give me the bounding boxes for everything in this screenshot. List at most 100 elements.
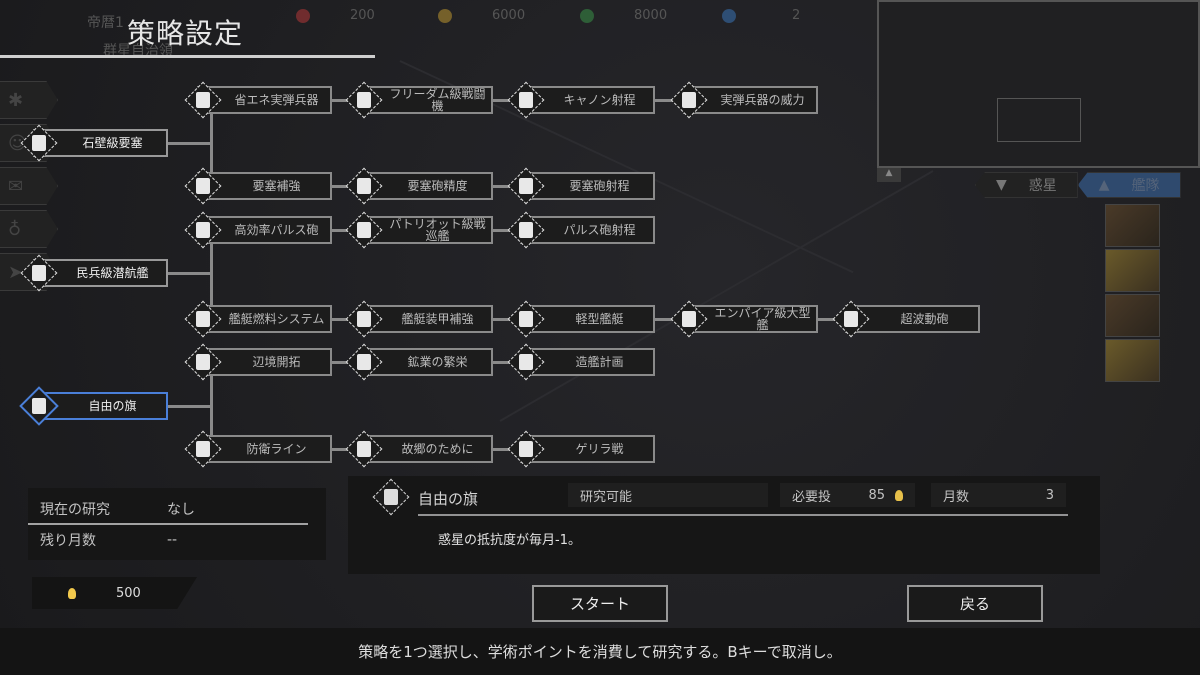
tree-connector [168,272,212,275]
tree-connector [332,99,358,102]
coin-icon [438,8,452,23]
strategy-node[interactable]: 実弾兵器の威力 [682,86,818,114]
minimap-viewport[interactable] [997,98,1081,142]
commander-portrait[interactable] [1105,339,1160,382]
strategy-node[interactable]: 軽型艦艇 [519,305,655,333]
shield-icon [185,431,221,467]
strategy-node-label: 辺境開拓 [252,355,301,369]
sidebar-tab[interactable]: ✉ [0,167,58,205]
hammer-icon [185,344,221,380]
tree-connector [493,229,520,232]
chevron-down-icon: ▼ [996,177,1007,193]
minimap[interactable] [877,0,1200,168]
divider [418,514,1068,516]
tab-fleet[interactable]: ▲艦隊 [1077,172,1181,198]
strategy-node[interactable]: エンパイア級大型艦 [682,305,818,333]
bulb-icon: ♁ [8,218,22,240]
tree-connector [168,405,212,408]
resource-value: 200 [350,8,375,23]
home-icon [346,431,382,467]
strategy-node-label: 要塞砲射程 [569,179,630,193]
strategy-node-label: 要塞砲精度 [407,179,468,193]
tree-connector [332,229,358,232]
gem-icon [722,8,736,23]
commander-portrait[interactable] [1105,204,1160,247]
strategy-node[interactable]: 超波動砲 [844,305,980,333]
fortress-icon [185,168,221,204]
ship-icon: ➤ [8,261,24,283]
tree-connector [168,142,212,145]
remaining-months-label: 残り月数 [40,533,96,549]
strategy-node[interactable]: 故郷のために [357,435,493,463]
tab-planet[interactable]: ▼惑星 [975,172,1078,198]
strategy-node[interactable]: パトリオット級戦巡艦 [357,216,493,244]
ship-icon [346,301,382,337]
strategy-node[interactable]: ゲリラ戦 [519,435,655,463]
strategy-node[interactable]: 要塞砲射程 [519,172,655,200]
tree-connector [655,99,683,102]
strategy-node[interactable]: 要塞砲精度 [357,172,493,200]
commander-portraits [1105,204,1160,384]
strategy-node-label: フリーダム級戦闘機 [389,87,486,113]
commander-portrait[interactable] [1105,249,1160,292]
current-research-label: 現在の研究 [40,502,110,518]
strategy-node[interactable]: 艦艇装甲補強 [357,305,493,333]
months-value: 3 [1045,487,1054,503]
tree-connector [655,318,683,321]
fortress-icon [346,168,382,204]
start-button[interactable]: スタート [532,585,668,622]
resource-item: 2 [722,8,812,23]
tree-connector [332,318,358,321]
cost-label: 必要投 [792,489,832,505]
card-icon [21,255,57,291]
strategy-node-label: 艦艇燃料システム [228,312,325,326]
sidebar-tab[interactable]: ♁ [0,210,58,248]
back-button[interactable]: 戻る [907,585,1043,622]
strategy-node[interactable]: キャノン射程 [519,86,655,114]
strategy-node-label: 超波動砲 [900,312,949,326]
tree-connector [332,448,358,451]
map-tabs: ▼惑星 ▲艦隊 [975,172,1181,198]
strategy-node[interactable]: フリーダム級戦闘機 [357,86,493,114]
strategy-node-label: 鉱業の繁栄 [407,355,468,369]
strategy-node[interactable]: 防衛ライン [196,435,332,463]
bulb-icon [68,587,76,599]
strategy-node[interactable]: 省エネ実弾兵器 [196,86,332,114]
pulse-icon [508,212,544,248]
strategy-node[interactable]: 民兵級潜航艦 [32,259,168,287]
strategy-node[interactable]: 要塞補強 [196,172,332,200]
resource-value: 8000 [634,8,668,23]
tree-connector [332,185,358,188]
tree-connector [493,185,520,188]
strategy-node[interactable]: 自由の旗 [32,392,168,420]
strategy-node[interactable]: 造艦計画 [519,348,655,376]
fist-icon [378,484,404,510]
jet-icon [508,431,544,467]
ship-icon [185,301,221,337]
strategy-node[interactable]: パルス砲射程 [519,216,655,244]
mail-icon: ✉ [8,175,24,197]
commander-portrait[interactable] [1105,294,1160,337]
card-icon [346,82,382,118]
heart-icon [296,8,310,23]
strategy-node-label: 造艦計画 [575,355,624,369]
strategy-node-label: 省エネ実弾兵器 [234,93,319,107]
strategy-node[interactable]: 石壁級要塞 [32,129,168,157]
strategy-node-label: キャノン射程 [563,93,636,107]
strategy-node[interactable]: 辺境開拓 [196,348,332,376]
strategy-node-label: 民兵級潜航艦 [76,266,149,280]
gear-icon: ✱ [8,89,24,111]
sidebar-tab[interactable]: ✱ [0,81,58,119]
strategy-node-label: 高効率パルス砲 [234,223,319,237]
tab-fleet-label: 艦隊 [1131,178,1160,194]
tree-connector [210,230,213,319]
help-text: 策略を1つ選択し、学術ポイントを消費して研究する。Bキーで取消し。 [0,628,1200,675]
strategy-node[interactable]: 艦艇燃料システム [196,305,332,333]
minimap-toggle-button[interactable]: ▲ [877,168,901,182]
strategy-node[interactable]: 鉱業の繁栄 [357,348,493,376]
strategy-node[interactable]: 高効率パルス砲 [196,216,332,244]
fortress-icon [508,168,544,204]
ship-icon [508,344,544,380]
